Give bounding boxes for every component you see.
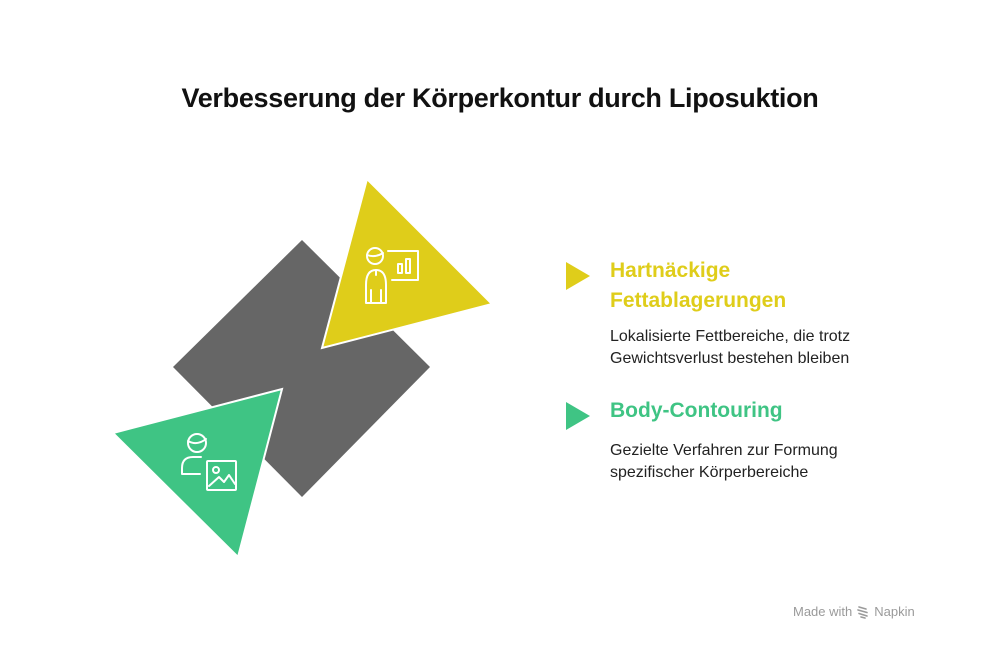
- triangle-right-icon: [566, 262, 590, 290]
- napkin-logo-icon: [857, 605, 869, 619]
- footer-brand: Napkin: [874, 604, 915, 619]
- person-image-icon: [181, 433, 237, 491]
- page-title: Verbesserung der Körperkontur durch Lipo…: [181, 83, 819, 113]
- presenter-chart-icon: [365, 247, 419, 304]
- footer-label: Made with: [793, 604, 853, 619]
- item-description: Lokalisierte Fettbereiche, die trotz Gew…: [610, 328, 851, 367]
- item-description: Gezielte Verfahren zur Formung spezifisc…: [610, 442, 838, 481]
- made-with-napkin[interactable]: Made with Napkin: [793, 604, 915, 619]
- item-heading: Hartnäckige Fettablagerungen: [610, 259, 787, 312]
- item-heading: Body-Contouring: [610, 399, 783, 422]
- triangle-right-icon: [566, 402, 590, 430]
